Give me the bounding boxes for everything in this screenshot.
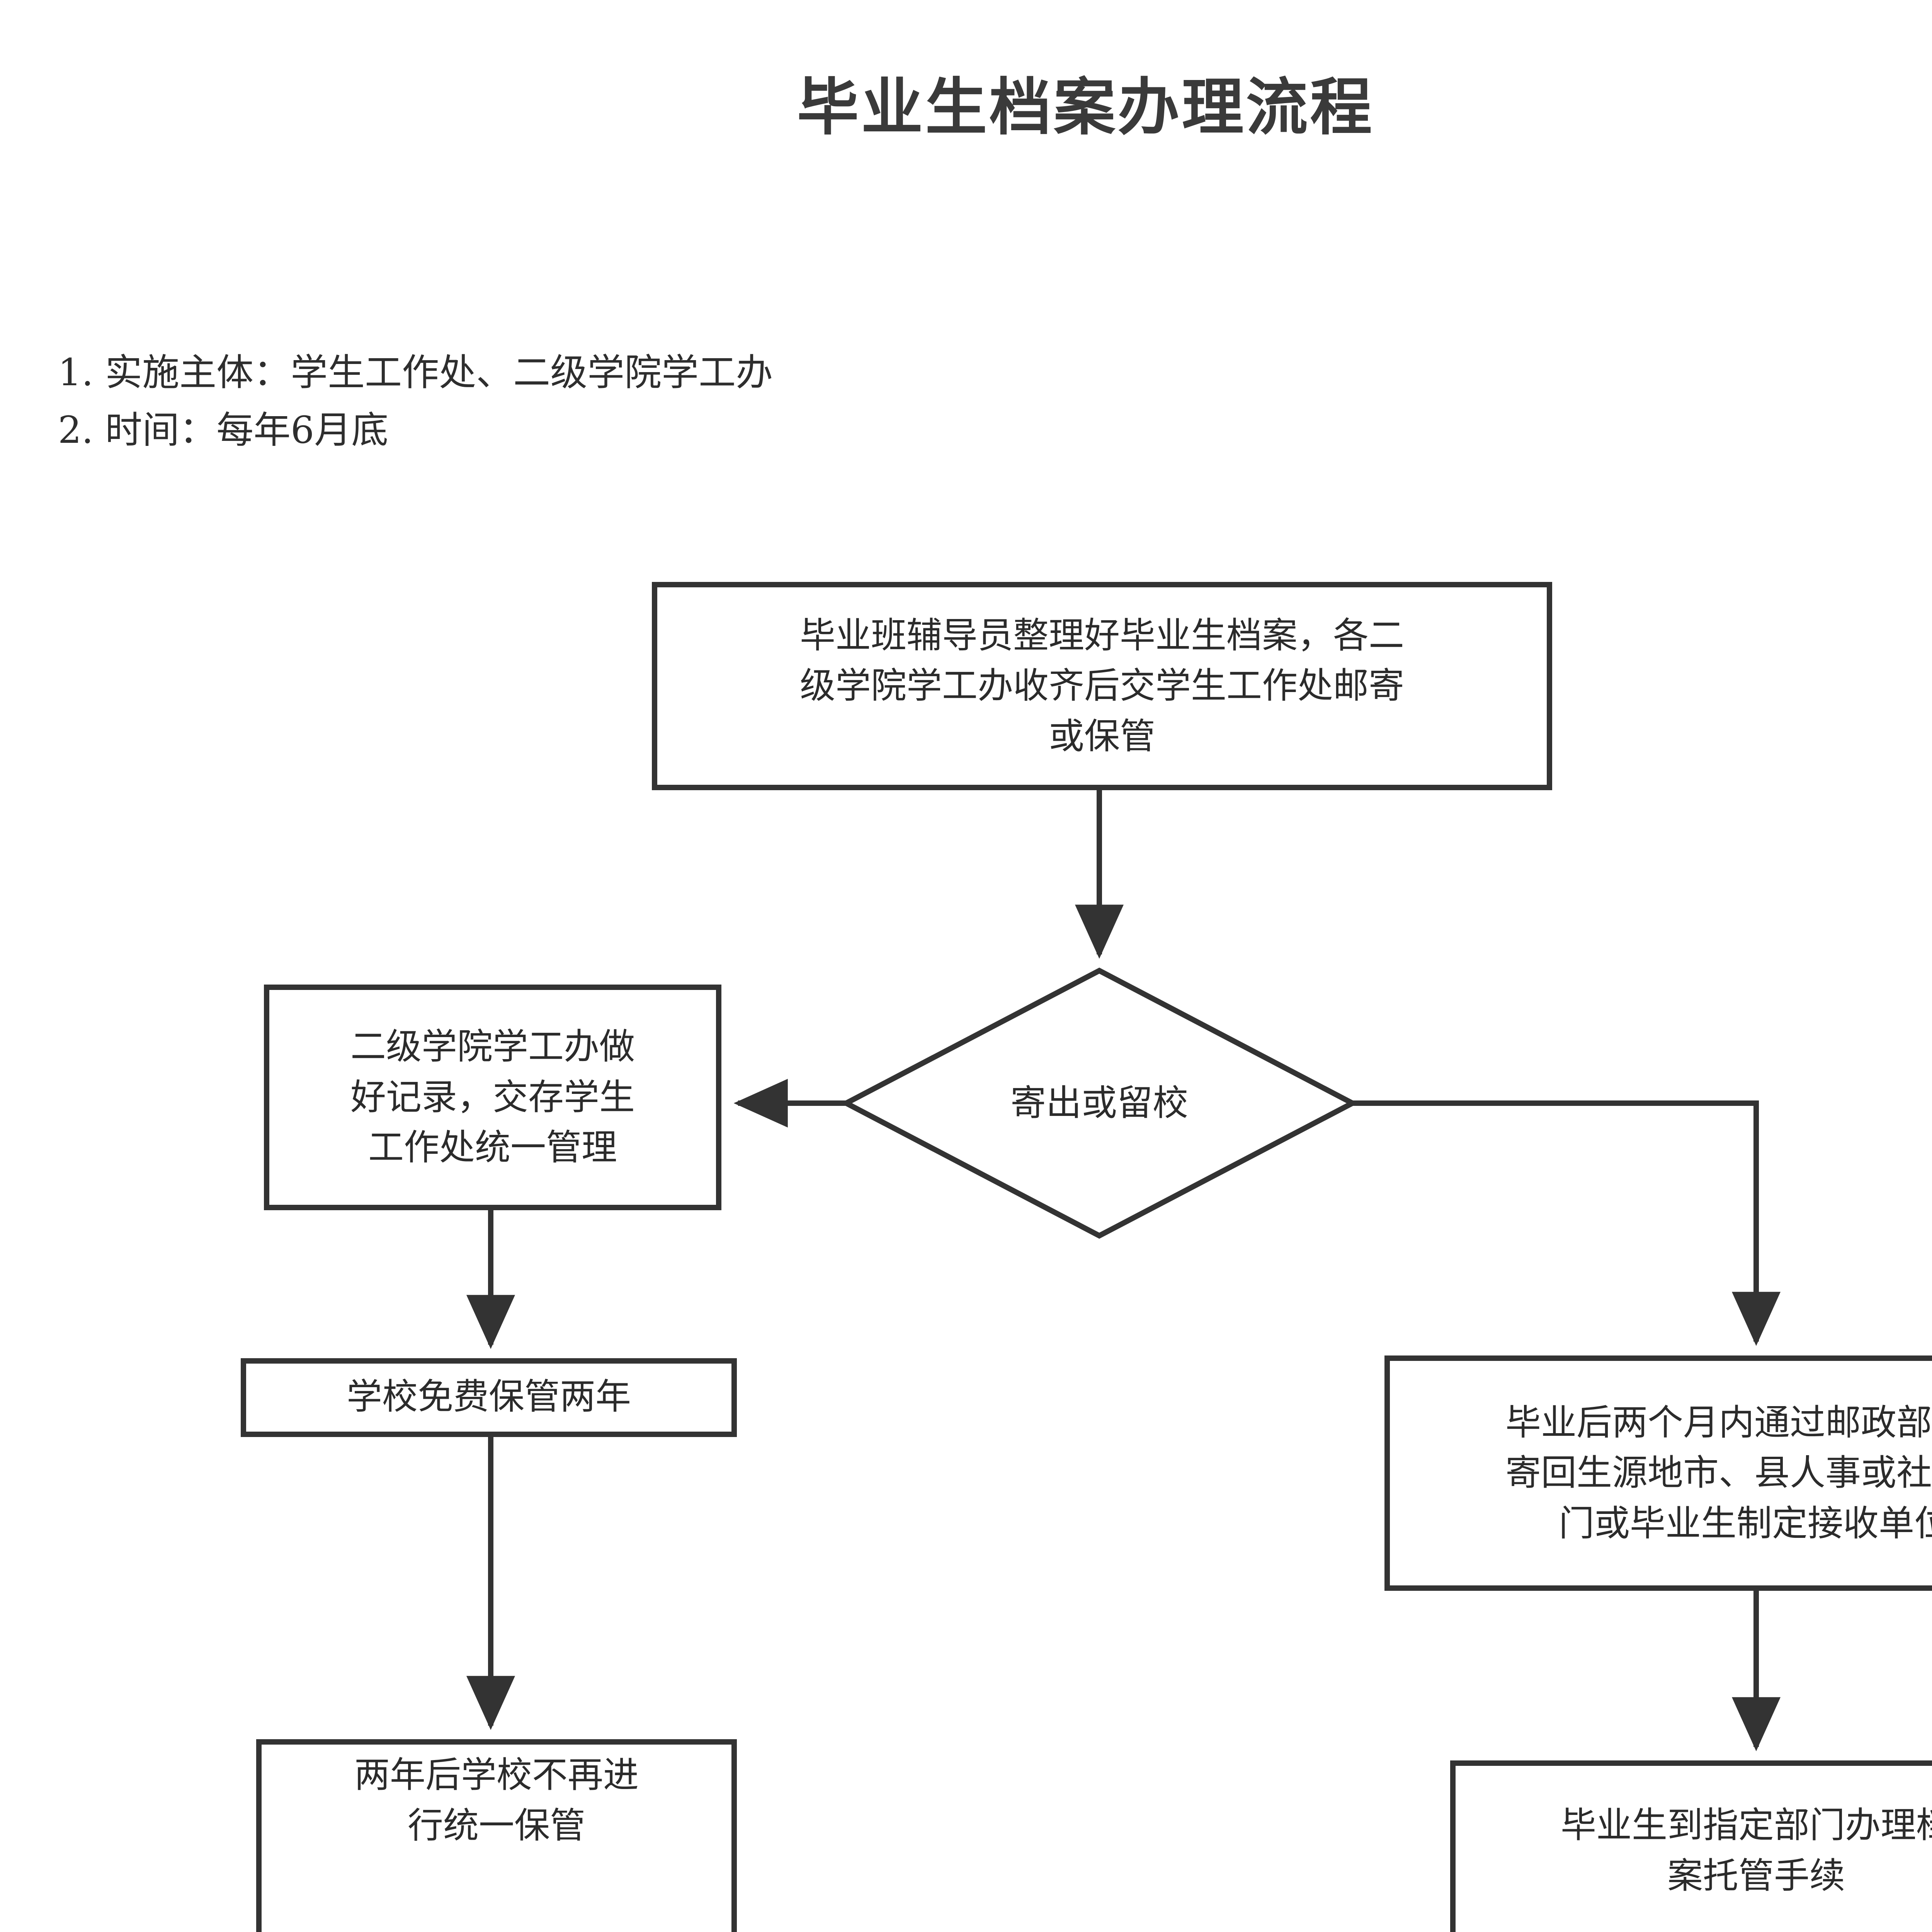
node-shape-record[interactable]	[264, 985, 721, 1210]
note-line-1: 1. 实施主体：学生工作处、二级学院学工办	[58, 351, 773, 394]
header-notes: 1. 实施主体：学生工作处、二级学院学工办 2. 时间：每年6月底	[58, 344, 773, 459]
node-shape-custody[interactable]	[1450, 1760, 1932, 1932]
node-shape-decision[interactable]	[840, 968, 1359, 1239]
node-shape-start[interactable]	[652, 582, 1552, 790]
node-shape-stop-keeping[interactable]	[256, 1739, 737, 1932]
note-line-2: 2. 时间：每年6月底	[58, 408, 389, 452]
page-title: 毕业生档案办理流程	[797, 71, 1374, 143]
edge-decision-to-mail-out	[1352, 1100, 1781, 1346]
node-shape-keep-two-years[interactable]	[241, 1358, 737, 1437]
node-shape-mail-out[interactable]	[1384, 1355, 1932, 1591]
